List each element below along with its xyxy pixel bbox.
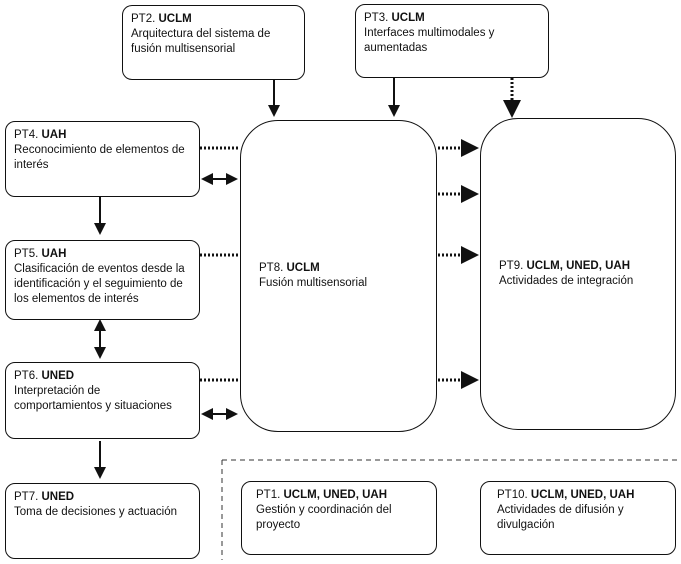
node-pt4: PT4. UAH Reconocimiento de elementos de … (5, 121, 200, 197)
node-pt1-code: PT1. (256, 489, 281, 501)
node-pt10-code: PT10. (497, 489, 528, 501)
node-pt7: PT7. UNED Toma de decisiones y actuación (5, 483, 200, 559)
node-pt8: PT8. UCLM Fusión multisensorial (240, 120, 437, 432)
node-pt8-owner: UCLM (286, 262, 320, 274)
node-pt6-title: PT6. UNED (14, 369, 191, 384)
node-pt8-desc: Fusión multisensorial (259, 277, 368, 289)
node-pt7-desc: Toma de decisiones y actuación (14, 506, 178, 518)
node-pt6: PT6. UNED Interpretación de comportamien… (5, 362, 200, 439)
node-pt1: PT1. UCLM, UNED, UAH Gestión y coordinac… (241, 481, 437, 555)
node-pt5-code: PT5. (14, 248, 39, 260)
node-pt3-code: PT3. (364, 12, 389, 24)
node-pt10-owner: UCLM, UNED, UAH (530, 489, 635, 501)
node-pt5-desc: Clasificación de eventos desde la identi… (14, 263, 185, 305)
node-pt8-title: PT8. UCLM (259, 261, 428, 276)
node-pt5-owner: UAH (41, 248, 67, 260)
node-pt2-code: PT2. (131, 13, 156, 25)
node-pt6-code: PT6. (14, 370, 39, 382)
node-pt5-title: PT5. UAH (14, 247, 191, 262)
node-pt9: PT9. UCLM, UNED, UAH Actividades de inte… (480, 118, 676, 430)
node-pt10-desc: Actividades de difusión y divulgación (497, 504, 624, 531)
node-pt1-desc: Gestión y coordinación del proyecto (256, 504, 392, 531)
node-pt2-desc: Arquitectura del sistema de fusión multi… (131, 28, 271, 55)
node-pt9-code: PT9. (499, 260, 524, 272)
node-pt8-code: PT8. (259, 262, 284, 274)
node-pt2-owner: UCLM (158, 13, 192, 25)
node-pt10: PT10. UCLM, UNED, UAH Actividades de dif… (480, 481, 676, 555)
node-pt1-owner: UCLM, UNED, UAH (283, 489, 388, 501)
node-pt3-title: PT3. UCLM (364, 11, 540, 26)
node-pt5: PT5. UAH Clasificación de eventos desde … (5, 240, 200, 320)
node-pt7-title: PT7. UNED (14, 490, 191, 505)
node-pt9-desc: Actividades de integración (499, 275, 634, 287)
node-pt4-code: PT4. (14, 129, 39, 141)
node-pt9-owner: UCLM, UNED, UAH (526, 260, 631, 272)
node-pt7-owner: UNED (41, 491, 75, 503)
node-pt4-owner: UAH (41, 129, 67, 141)
node-pt4-title: PT4. UAH (14, 128, 191, 143)
node-pt4-desc: Reconocimiento de elementos de interés (14, 144, 185, 171)
node-pt3: PT3. UCLM Interfaces multimodales y aume… (355, 4, 549, 78)
node-pt2-title: PT2. UCLM (131, 12, 296, 27)
node-pt6-desc: Interpretación de comportamientos y situ… (14, 385, 172, 412)
node-pt9-title: PT9. UCLM, UNED, UAH (499, 259, 667, 274)
node-pt1-title: PT1. UCLM, UNED, UAH (256, 488, 428, 503)
node-pt10-title: PT10. UCLM, UNED, UAH (497, 488, 667, 503)
node-pt6-owner: UNED (41, 370, 75, 382)
node-pt3-desc: Interfaces multimodales y aumentadas (364, 27, 495, 54)
node-pt3-owner: UCLM (391, 12, 425, 24)
node-pt7-code: PT7. (14, 491, 39, 503)
node-pt2: PT2. UCLM Arquitectura del sistema de fu… (122, 5, 305, 80)
